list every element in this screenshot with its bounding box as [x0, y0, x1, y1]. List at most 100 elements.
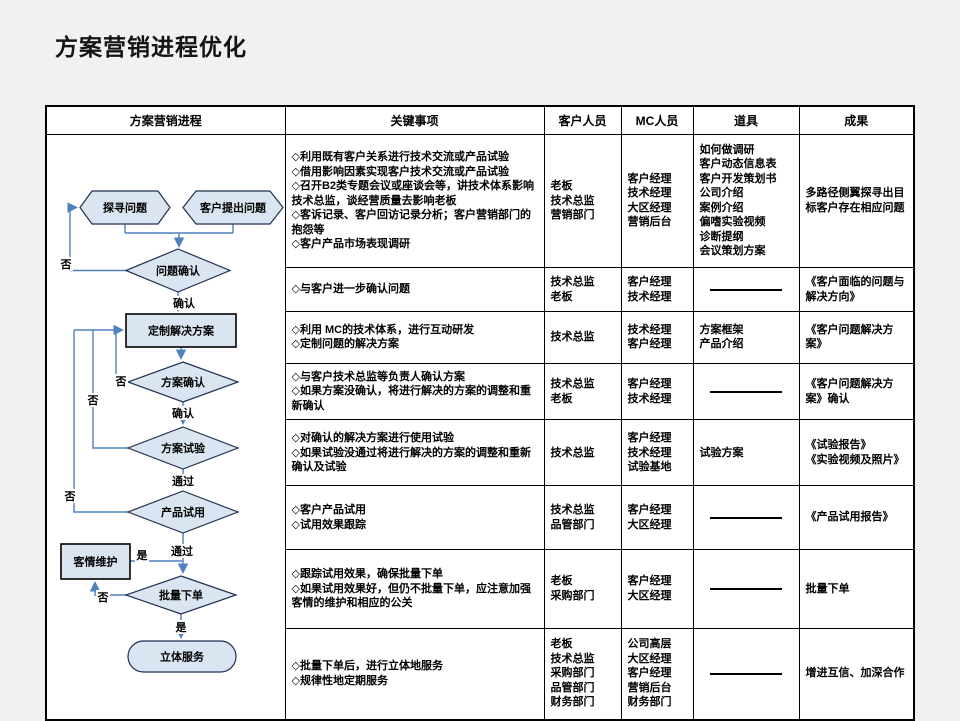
key-items-cell: ◇与客户进一步确认问题: [284, 267, 545, 312]
props-cell: [692, 267, 800, 312]
mc-staff-cell: 客户经理 大区经理: [620, 485, 694, 550]
mc-staff-cell: 公司高层 大区经理 客户经理 营销后台 财务部门: [620, 627, 694, 721]
edge-label-confirm-1: 确认: [171, 296, 197, 311]
props-none-line: [710, 390, 782, 393]
flow-node-product-trial: 产品试用: [126, 490, 240, 534]
edge-label-pass-1: 通过: [170, 474, 196, 489]
svg-text:批量下单: 批量下单: [159, 588, 203, 602]
flow-node-solution-trial: 方案试验: [126, 426, 240, 470]
svg-text:探寻问题: 探寻问题: [103, 201, 148, 215]
result-cell: 多路径侧翼探寻出目标客户存在相应问题: [798, 133, 915, 269]
result-cell: 增进互信、加深合作: [798, 627, 915, 721]
key-items-cell: ◇跟踪试用效果，确保批量下单 ◇如果试用效果好，但仍不批量下单，应注意加强客情的…: [284, 548, 545, 629]
svg-text:确认: 确认: [172, 406, 195, 420]
mc-staff-cell: 技术经理 客户经理: [620, 310, 694, 365]
key-items-cell: ◇利用既有客户关系进行技术交流或产品试验 ◇借用影响因素实现客户技术交流或产品试…: [284, 133, 545, 269]
flow-node-stereo-service: 立体服务: [127, 640, 237, 673]
table-row: 探寻问题 客户提出问题 问题确认 定制解决方案: [45, 133, 915, 721]
mc-staff-cell: 客户经理 技术经理: [620, 267, 694, 312]
props-none-line: [710, 587, 782, 590]
edge-label-yes-2: 是: [174, 620, 188, 635]
svg-text:是: 是: [136, 549, 149, 562]
svg-text:通过: 通过: [171, 544, 193, 558]
edge-label-no-1: 否: [59, 257, 73, 272]
table-row: ◇批量下单后，进行立体地服务 ◇规律性地定期服务 老板 技术总监 采购部门 品管…: [46, 627, 915, 721]
customer-staff-cell: 老板 采购部门: [543, 548, 622, 629]
key-items-cell: ◇利用 MC的技术体系，进行互动研发 ◇定制问题的解决方案: [284, 310, 545, 365]
svg-text:通过: 通过: [172, 474, 194, 488]
customer-staff-cell: 技术总监 老板: [543, 267, 622, 312]
flow-node-customer-raise-problem: 客户提出问题: [182, 190, 284, 225]
header-customer-staff: 客户人员: [543, 105, 622, 135]
mc-staff-cell: 客户经理 技术经理 大区经理 营销后台: [620, 133, 694, 269]
customer-staff-cell: 老板 技术总监 采购部门 品管部门 财务部门: [543, 627, 622, 721]
svg-text:方案试验: 方案试验: [161, 441, 206, 455]
props-cell: [692, 485, 800, 550]
table-row: ◇与客户技术总监等负责人确认方案 ◇如果方案没确认，将进行解决的方案的调整和重新…: [46, 363, 915, 421]
props-cell: 如何做调研 客户动态信息表 客户开发策划书 公司介绍 案例介绍 偏嗜实验视频 诊…: [692, 133, 800, 269]
props-cell: [692, 363, 800, 421]
customer-staff-cell: 老板 技术总监 营销部门: [543, 133, 622, 269]
mc-staff-cell: 客户经理 大区经理: [620, 548, 694, 629]
result-cell: 《客户问题解决方案》确认: [798, 363, 915, 421]
result-cell: 《客户面临的问题与解决方向》: [798, 267, 915, 312]
edge-label-no-2: 否: [114, 374, 128, 389]
props-cell: [692, 548, 800, 629]
svg-text:定制解决方案: 定制解决方案: [148, 324, 215, 338]
process-flowchart: 探寻问题 客户提出问题 问题确认 定制解决方案: [59, 190, 284, 673]
flow-node-explore-problem: 探寻问题: [79, 190, 171, 225]
svg-text:方案确认: 方案确认: [161, 375, 206, 389]
props-none-line: [710, 288, 782, 291]
table-header-row: 方案营销进程 关键事项 客户人员 MC人员 道具 成果: [45, 105, 915, 135]
page-title: 方案营销进程优化: [55, 34, 247, 60]
table-row: ◇对确认的解决方案进行使用试验 ◇如果试验没通过将进行解决的方案的调整和重新确认…: [46, 419, 915, 487]
svg-text:否: 否: [87, 394, 99, 407]
header-key-items: 关键事项: [284, 105, 545, 135]
key-items-cell: ◇与客户技术总监等负责人确认方案 ◇如果方案没确认，将进行解决的方案的调整和重新…: [284, 363, 545, 421]
header-results: 成果: [798, 105, 915, 135]
table-row: ◇客户产品试用 ◇试用效果跟踪 技术总监 品管部门 客户经理 大区经理 《产品试…: [46, 485, 915, 550]
flow-node-solution-confirm: 方案确认: [126, 361, 240, 403]
result-cell: 《试验报告》 《实验视频及照片》: [798, 419, 915, 487]
svg-text:产品试用: 产品试用: [161, 505, 205, 519]
svg-text:立体服务: 立体服务: [160, 650, 205, 664]
svg-text:客情维护: 客情维护: [73, 555, 118, 569]
props-cell: [692, 627, 800, 721]
edge-label-confirm-2: 确认: [170, 406, 196, 421]
result-cell: 《产品试用报告》: [798, 485, 915, 550]
customer-staff-cell: 技术总监: [543, 310, 622, 365]
result-cell: 《客户问题解决方案》: [798, 310, 915, 365]
edge-label-yes-1: 是: [135, 549, 149, 563]
header-process: 方案营销进程: [45, 105, 286, 135]
svg-text:客户提出问题: 客户提出问题: [199, 201, 267, 215]
header-props: 道具: [692, 105, 800, 135]
edge-label-no-5: 否: [96, 590, 110, 605]
key-items-cell: ◇批量下单后，进行立体地服务 ◇规律性地定期服务: [284, 627, 545, 721]
flow-node-custom-solution: 定制解决方案: [125, 313, 237, 348]
result-cell: 批量下单: [798, 548, 915, 629]
flow-node-relation-maintain: 客情维护: [60, 543, 131, 580]
mc-staff-cell: 客户经理 技术经理: [620, 363, 694, 421]
process-table: 方案营销进程 关键事项 客户人员 MC人员 道具 成果: [45, 105, 915, 721]
svg-text:否: 否: [64, 490, 76, 503]
props-cell: 试验方案: [692, 419, 800, 487]
key-items-cell: ◇客户产品试用 ◇试用效果跟踪: [284, 485, 545, 550]
svg-text:否: 否: [115, 375, 127, 388]
header-mc-staff: MC人员: [620, 105, 694, 135]
props-none-line: [710, 672, 782, 675]
customer-staff-cell: 技术总监: [543, 419, 622, 487]
props-cell: 方案框架 产品介绍: [692, 310, 800, 365]
flowchart-cell: 探寻问题 客户提出问题 问题确认 定制解决方案: [45, 133, 286, 721]
svg-text:问题确认: 问题确认: [156, 264, 201, 278]
svg-text:否: 否: [60, 258, 72, 271]
table-row: ◇跟踪试用效果，确保批量下单 ◇如果试用效果好，但仍不批量下单，应注意加强客情的…: [46, 548, 915, 629]
key-items-cell: ◇对确认的解决方案进行使用试验 ◇如果试验没通过将进行解决的方案的调整和重新确认…: [284, 419, 545, 487]
table-row: ◇与客户进一步确认问题 技术总监 老板 客户经理 技术经理 《客户面临的问题与解…: [46, 267, 915, 312]
customer-staff-cell: 技术总监 老板: [543, 363, 622, 421]
flow-node-problem-confirm: 问题确认: [124, 248, 232, 293]
svg-text:是: 是: [175, 621, 188, 634]
svg-text:否: 否: [97, 591, 109, 604]
edge-label-pass-2: 通过: [169, 544, 195, 559]
mc-staff-cell: 客户经理 技术经理 试验基地: [620, 419, 694, 487]
flow-node-batch-order: 批量下单: [124, 575, 238, 615]
